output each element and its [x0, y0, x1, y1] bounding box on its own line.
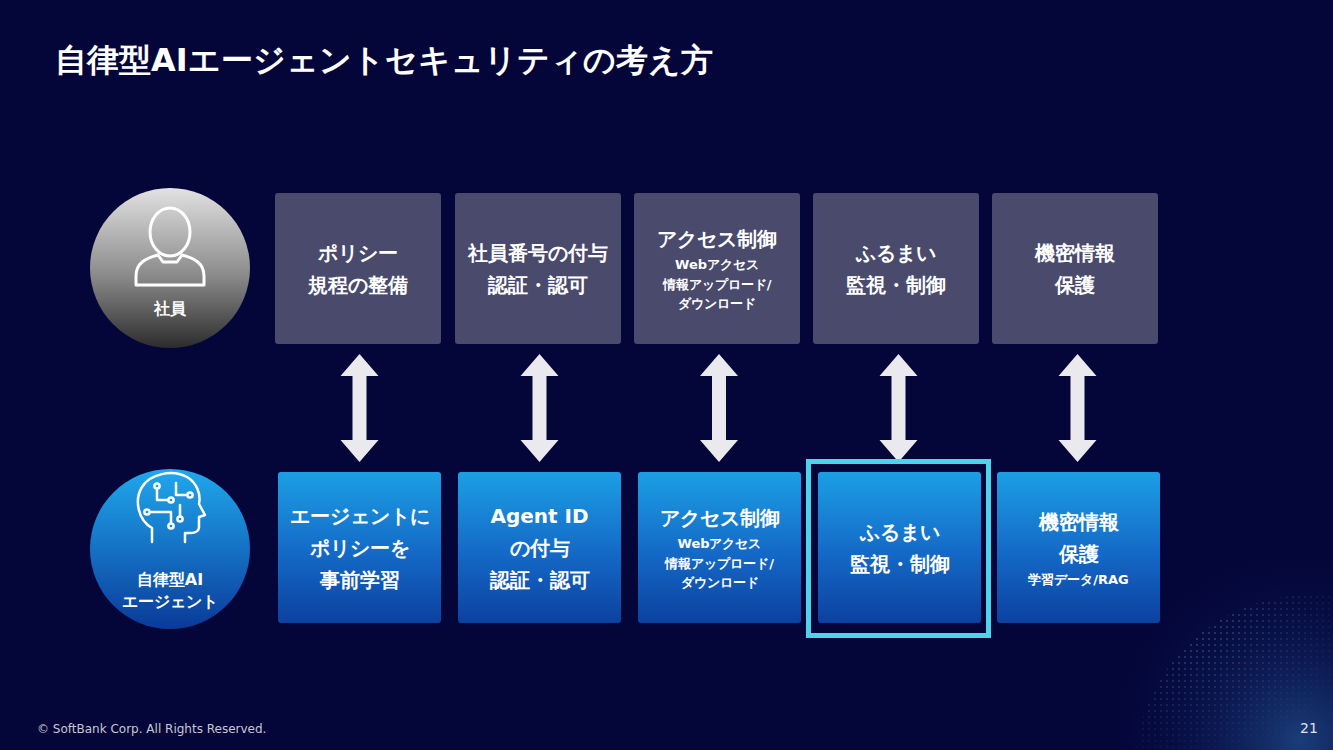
employee-measure-box: 社員番号の付与 認証・認可 [455, 193, 621, 344]
box-detail: Webアクセス 情報アップロード/ ダウンロード [660, 534, 780, 593]
employee-measure-box: ふるまい 監視・制御 [813, 193, 979, 344]
double-arrow [700, 354, 738, 462]
employee-measure-box: 機密情報 保護 [992, 193, 1158, 344]
agent-measure-box: エージェントに ポリシーを 事前学習 [278, 472, 441, 623]
circuit-line [157, 489, 168, 500]
ai-head-icon [138, 473, 205, 542]
circle-fill [90, 188, 250, 348]
box-heading: アクセス制御 [650, 502, 790, 534]
ai-head-outline [138, 473, 205, 542]
agent-circle: 自律型AI エージェント [90, 469, 250, 629]
page-number: 21 [1300, 720, 1318, 736]
circuit-line [176, 483, 187, 495]
double-arrow [1059, 354, 1097, 462]
circuit-line [179, 505, 182, 516]
box-heading: 機密情報 保護 [1033, 237, 1117, 301]
double-arrow [880, 354, 918, 462]
agent-measure-box: Agent ID の付与 認証・認可 [458, 472, 621, 623]
globe-dots [1135, 595, 1333, 750]
box-detail: Webアクセス 情報アップロード/ ダウンロード [657, 255, 777, 314]
box-heading: エージェントに ポリシーを 事前学習 [286, 500, 434, 596]
person-icon [136, 208, 204, 285]
highlight-frame [809, 462, 989, 636]
circle-outline [90, 188, 250, 348]
circle-label: 自律型AI エージェント [120, 569, 220, 613]
double-arrow [521, 354, 559, 462]
agent-measure-box: ふるまい 監視・制御 [818, 472, 981, 623]
person-body [136, 255, 204, 285]
employee-measure-box: ポリシー 規程の整備 [275, 193, 441, 344]
circuit-node [144, 509, 149, 514]
circle-label: 社員 [140, 298, 200, 320]
circle-fill [90, 469, 250, 629]
box-heading: Agent ID の付与 認証・認可 [483, 500, 597, 596]
slide-title: 自律型AIエージェントセキュリティの考え方 [55, 38, 713, 82]
box-heading: 機密情報 保護 [1037, 506, 1121, 570]
agent-measure-box: 機密情報 保護学習データ/RAG [997, 472, 1160, 623]
person-head [150, 208, 190, 256]
box-detail: 学習データ/RAG [1004, 570, 1154, 590]
box-heading: ふるまい 監視・制御 [848, 516, 952, 580]
circuit-node [168, 497, 173, 502]
box-heading: 社員番号の付与 認証・認可 [464, 237, 612, 301]
copyright-note: © SoftBank Corp. All Rights Reserved. [37, 722, 266, 736]
circuit-node [177, 516, 182, 521]
employee-measure-box: アクセス制御Webアクセス 情報アップロード/ ダウンロード [634, 193, 800, 344]
box-heading: アクセス制御 [647, 223, 787, 255]
circuit-node [168, 523, 173, 528]
circuit-node [154, 483, 159, 488]
double-arrow [341, 354, 379, 462]
box-heading: ポリシー 規程の整備 [306, 237, 410, 301]
employee-circle: 社員 [90, 188, 250, 348]
circuit-line [150, 512, 171, 523]
box-heading: ふるまい 監視・制御 [844, 237, 948, 301]
agent-measure-box: アクセス制御Webアクセス 情報アップロード/ ダウンロード [638, 472, 801, 623]
circuit-node [187, 492, 192, 497]
